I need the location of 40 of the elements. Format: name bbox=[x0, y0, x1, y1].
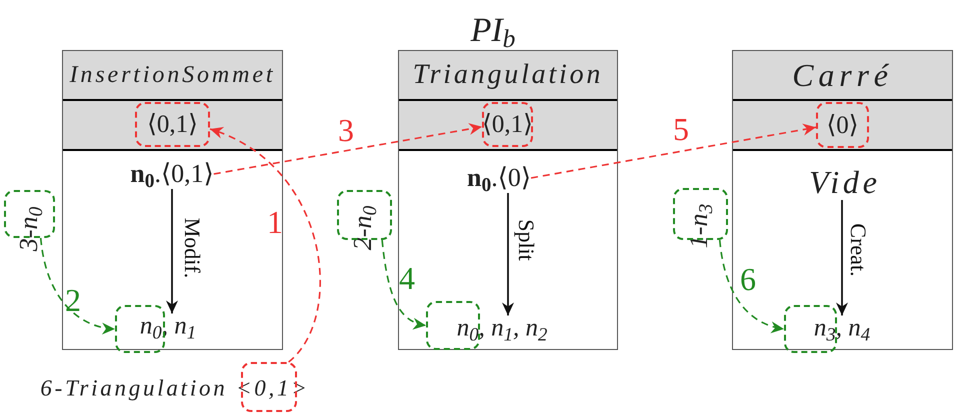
tuple-label: ⟨0,1⟩ bbox=[482, 112, 533, 137]
dashed-highlight-box bbox=[426, 301, 480, 350]
state-panel bbox=[62, 50, 283, 350]
diagram-title: PI$_{b}$ bbox=[470, 14, 516, 48]
arrow bbox=[166, 189, 178, 314]
edge-label: 4 bbox=[399, 262, 415, 294]
state-panel bbox=[398, 50, 618, 350]
edge-label: 6 bbox=[740, 263, 756, 295]
tuple-label: ⟨0,1⟩ bbox=[147, 112, 198, 137]
dashed-arrow bbox=[214, 123, 482, 175]
arrow bbox=[502, 193, 514, 316]
panel-title: Triangulation bbox=[412, 61, 604, 89]
dashed-arrow bbox=[718, 240, 784, 333]
edge-label: Split bbox=[515, 219, 537, 261]
dashed-arrow bbox=[530, 124, 816, 179]
edge-label: Creat. bbox=[847, 223, 869, 277]
edge-label: 3 bbox=[338, 114, 354, 146]
panel-title: Carré bbox=[792, 59, 893, 91]
dashed-highlight-box bbox=[135, 102, 210, 147]
arrow bbox=[836, 200, 848, 316]
dashed-arrow bbox=[381, 240, 426, 329]
edge-label: 1 bbox=[267, 206, 283, 238]
panel-title: InsertionSommet bbox=[70, 63, 276, 87]
formula-text: 6-Triangulation <0,1> bbox=[40, 376, 310, 400]
dashed-highlight-box bbox=[115, 305, 165, 353]
dashed-highlight-box bbox=[482, 102, 533, 147]
formula-text: n$_{0}$, n$_{1}$, n$_{2}$ bbox=[456, 316, 548, 340]
dashed-arrow bbox=[210, 128, 321, 363]
edge-label: 5 bbox=[673, 113, 689, 145]
edge-label: Modif. bbox=[181, 218, 203, 278]
tuple-label: ⟨0⟩ bbox=[826, 112, 858, 138]
formula-text: Vide bbox=[809, 166, 881, 198]
formula-text: n$_{3}$, n$_{4}$ bbox=[814, 316, 870, 340]
formula-text: n$_{0}$.⟨0,1⟩ bbox=[130, 161, 214, 187]
dashed-arrow bbox=[40, 238, 116, 334]
dashed-highlight-box bbox=[784, 305, 837, 353]
dashed-highlight-box bbox=[816, 102, 869, 148]
state-panel bbox=[732, 50, 953, 350]
formula-text: n$_{0}$.⟨0⟩ bbox=[467, 165, 531, 191]
edge-label: 2 bbox=[65, 284, 81, 316]
